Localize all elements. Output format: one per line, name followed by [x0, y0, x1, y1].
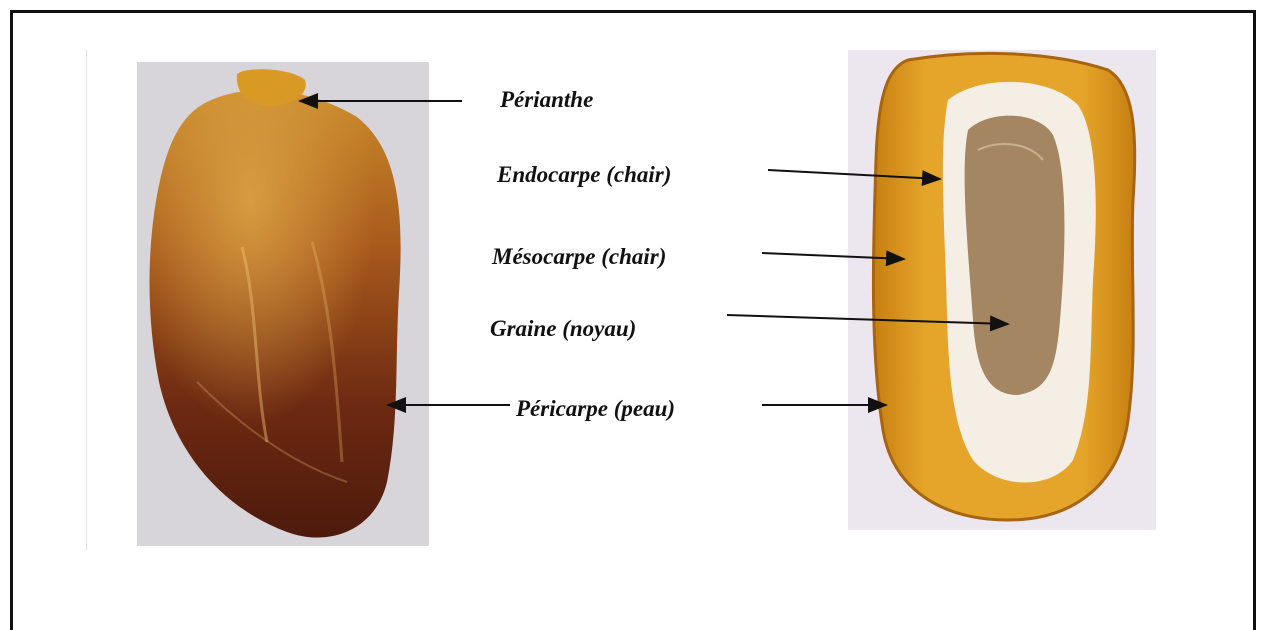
whole-date-image [137, 62, 429, 546]
label-perianthe: Périanthe [500, 88, 593, 111]
label-endocarpe: Endocarpe (chair) [497, 163, 671, 186]
label-pericarpe: Péricarpe (peau) [516, 397, 675, 420]
label-mesocarpe: Mésocarpe (chair) [492, 245, 666, 268]
divider [86, 50, 87, 550]
cut-date-image [848, 50, 1156, 530]
label-graine: Graine (noyau) [490, 317, 636, 340]
